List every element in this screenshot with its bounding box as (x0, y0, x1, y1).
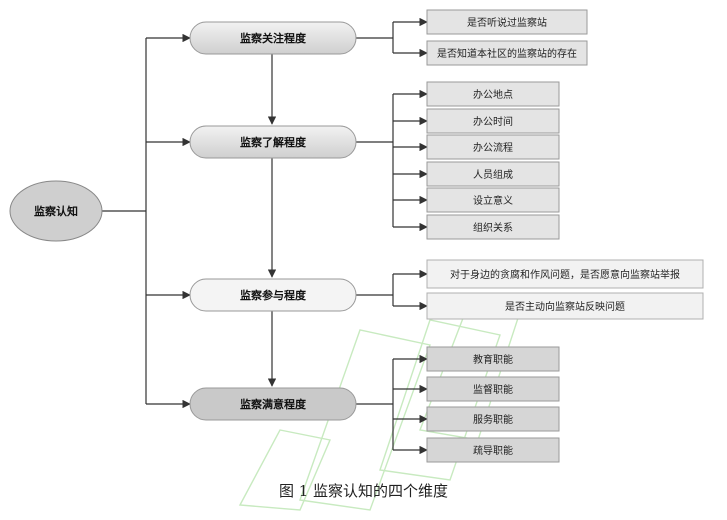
svg-text:是否听说过监察站: 是否听说过监察站 (467, 16, 547, 29)
item-box: 是否听说过监察站 (426, 9, 588, 35)
svg-text:人员组成: 人员组成 (473, 168, 513, 181)
svg-text:办公时间: 办公时间 (473, 115, 513, 128)
item-box: 是否知道本社区的监察站的存在 (426, 40, 588, 66)
item-box: 教育职能 (426, 346, 560, 372)
dimension-label: 监察参与程度 (240, 288, 307, 302)
item-box: 是否主动向监察站反映问题 (426, 292, 704, 320)
svg-text:办公地点: 办公地点 (473, 88, 513, 101)
connectors (102, 17, 428, 455)
svg-text:设立意义: 设立意义 (473, 194, 513, 207)
dimension-node-attention: 监察关注程度 (189, 21, 357, 55)
svg-text:办公流程: 办公流程 (473, 141, 513, 154)
item-box: 服务职能 (426, 406, 560, 432)
dimension-label: 监察了解程度 (240, 135, 307, 149)
item-box: 办公时间 (426, 108, 560, 134)
item-box: 办公地点 (426, 81, 560, 107)
item-box: 设立意义 (426, 187, 560, 213)
item-box: 疏导职能 (426, 437, 560, 463)
dimension-label: 监察关注程度 (240, 31, 307, 45)
svg-text:是否主动向监察站反映问题: 是否主动向监察站反映问题 (505, 300, 625, 313)
svg-text:监督职能: 监督职能 (473, 383, 513, 396)
dimension-node-understanding: 监察了解程度 (189, 125, 357, 159)
dimension-node-participation: 监察参与程度 (189, 278, 357, 312)
dimension-label: 监察满意程度 (240, 397, 307, 411)
svg-text:组织关系: 组织关系 (473, 221, 513, 234)
svg-text:疏导职能: 疏导职能 (473, 444, 513, 457)
item-box: 人员组成 (426, 161, 560, 187)
svg-text:对于身边的贪腐和作风问题，是否愿意向监察站举报: 对于身边的贪腐和作风问题，是否愿意向监察站举报 (450, 268, 680, 281)
dimension-node-satisfaction: 监察满意程度 (189, 387, 357, 421)
figure-caption: 图 1 监察认知的四个维度 (278, 482, 449, 500)
item-box: 监督职能 (426, 376, 560, 402)
root-label: 监察认知 (34, 204, 78, 218)
item-box: 组织关系 (426, 214, 560, 240)
root-node: 监察认知 (9, 180, 103, 242)
svg-text:是否知道本社区的监察站的存在: 是否知道本社区的监察站的存在 (437, 47, 577, 60)
svg-text:服务职能: 服务职能 (473, 413, 513, 426)
svg-text:教育职能: 教育职能 (473, 353, 513, 366)
watermark (238, 299, 521, 511)
item-box: 办公流程 (426, 134, 560, 160)
item-box: 对于身边的贪腐和作风问题，是否愿意向监察站举报 (426, 259, 704, 289)
